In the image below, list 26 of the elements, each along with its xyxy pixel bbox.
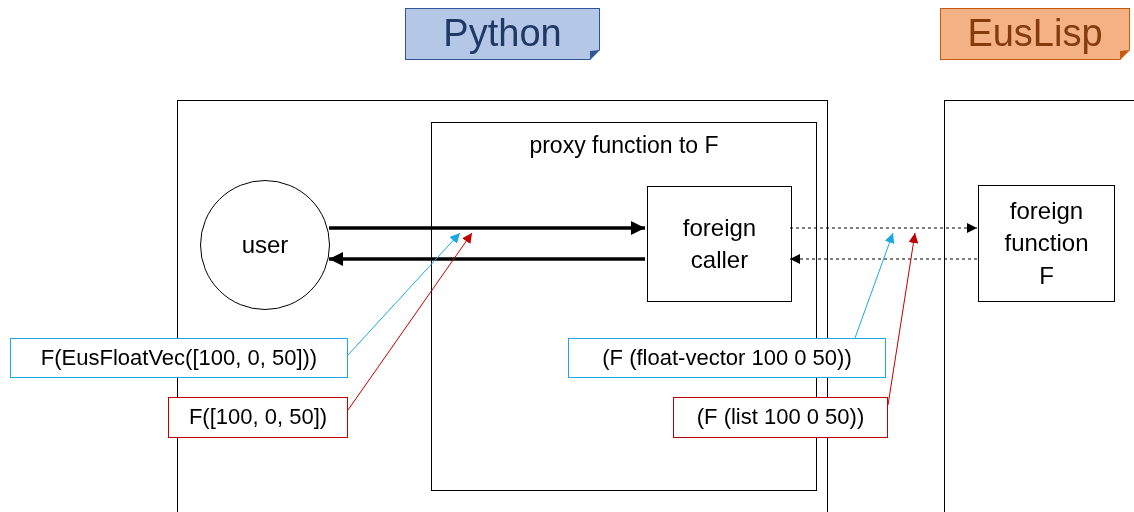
node-label: Python bbox=[443, 11, 562, 57]
leader-line bbox=[347, 232, 461, 356]
node-label: (F (list 100 0 50)) bbox=[696, 403, 865, 432]
arrow bbox=[329, 221, 645, 235]
node-label: proxy function to F bbox=[529, 131, 719, 160]
code-callout bbox=[568, 338, 886, 378]
node-label: F(EusFloatVec([100, 0, 50])) bbox=[40, 343, 318, 372]
arrow bbox=[329, 252, 645, 266]
code-callout bbox=[673, 397, 888, 438]
process-box bbox=[647, 186, 792, 302]
arrow bbox=[789, 223, 978, 233]
title-tag bbox=[405, 8, 600, 60]
leader-line bbox=[854, 232, 895, 339]
node-label: EusLisp bbox=[967, 11, 1103, 57]
code-callout bbox=[10, 338, 348, 378]
arrow bbox=[789, 254, 978, 264]
leader-line bbox=[887, 232, 919, 406]
node-label: foreign caller bbox=[681, 212, 758, 275]
node-label: F([100, 0, 50]) bbox=[188, 403, 328, 432]
title-tag bbox=[940, 8, 1130, 60]
container-box bbox=[944, 100, 1134, 512]
node-label: foreign function F bbox=[1003, 195, 1090, 291]
leader-line bbox=[347, 232, 473, 411]
node-label: user bbox=[241, 230, 289, 261]
process-box bbox=[978, 185, 1115, 302]
node-label: (F (float-vector 100 0 50)) bbox=[602, 343, 852, 372]
